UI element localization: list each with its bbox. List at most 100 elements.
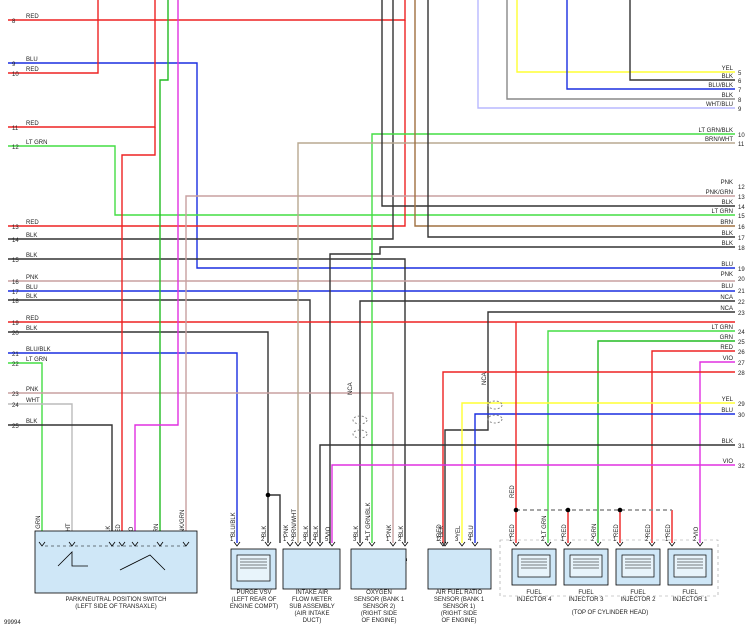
right-wire-color-label: WHT/BLU — [706, 102, 733, 108]
cylinder-head-group — [499, 539, 719, 597]
wire-right-32 — [331, 464, 735, 543]
pin-terminal — [648, 541, 656, 547]
pin-terminal — [668, 541, 676, 547]
pin-wire-label: LT GRN — [36, 516, 42, 537]
right-wire-color-label: NCA — [720, 295, 733, 301]
wire-pnp-vio — [134, 0, 179, 543]
left-wire-color-label: RED — [26, 121, 39, 127]
wire-right-23 — [444, 311, 735, 543]
coil-body — [673, 554, 707, 578]
component-caption: FUEL — [526, 590, 542, 596]
wire-pnp-red — [121, 127, 156, 543]
wire-right-10 — [371, 133, 735, 543]
right-wire-color-label: BLU — [721, 262, 733, 268]
wire-left-24 — [8, 403, 73, 543]
pin-terminal — [294, 541, 302, 547]
wire-right-29 — [461, 402, 735, 543]
o2-sensor-box — [350, 548, 407, 590]
pin-number: 1 — [436, 537, 440, 543]
right-wire-number: 22 — [738, 300, 745, 306]
shield-bottom — [487, 414, 503, 424]
left-wire-number: 11 — [12, 126, 19, 132]
component-caption: (LEFT REAR OF — [232, 597, 277, 603]
component-caption: SENSOR 1) — [443, 604, 475, 610]
pin-wire-label: BLK — [399, 526, 405, 537]
wire-left-23 — [8, 392, 394, 543]
pin-number: 3 — [353, 537, 357, 543]
left-wire-color-label: PNK — [26, 275, 38, 281]
pin-number: 2 — [291, 537, 295, 543]
right-wire-number: 29 — [738, 402, 745, 408]
left-wire-number: 17 — [12, 290, 19, 296]
pin-wire-label: GRN — [592, 524, 598, 537]
pin-wire-label: VIO — [694, 526, 700, 537]
wire-right-18 — [329, 246, 735, 543]
splice-dot — [265, 492, 271, 498]
maf-box — [282, 548, 341, 590]
pin-number: 2 — [398, 537, 402, 543]
pin-wire-label: PNK — [387, 525, 393, 537]
left-wire-color-label: BLK — [26, 419, 37, 425]
right-wire-color-label: PNK — [721, 272, 733, 278]
pin-terminal — [316, 541, 324, 547]
left-wire-color-label: LT GRN — [26, 357, 47, 363]
component-caption: (AIR INTAKE — [295, 611, 330, 617]
left-wire-number: 25 — [12, 424, 19, 430]
wire-left-10 — [8, 0, 99, 74]
injector-group-caption: (TOP OF CYLINDER HEAD) — [572, 610, 648, 616]
pin-wire-label: LT GRN/BLK — [366, 503, 372, 537]
right-wire-color-label: BLK — [722, 200, 733, 206]
pin-number: 4 — [365, 537, 369, 543]
component-caption: PARK/NEUTRAL POSITION SWITCH — [65, 597, 166, 603]
component-caption: (RIGHT SIDE — [361, 611, 397, 617]
wire-left-12 — [8, 145, 735, 216]
left-wire-number: 18 — [12, 299, 19, 305]
pin-terminal — [401, 541, 409, 547]
pin-terminal — [264, 541, 272, 547]
wire-left-18 — [8, 299, 311, 543]
right-wire-color-label: LT GRN — [712, 209, 733, 215]
left-wire-number: 10 — [12, 72, 19, 78]
left-wire-color-label: BLK — [26, 294, 37, 300]
pin-wire-label: BLK — [262, 526, 268, 537]
pin-wire-label: PNK/GRN — [180, 510, 186, 537]
right-wire-color-label: BRN — [720, 220, 733, 226]
component-caption: PURGE VSV — [236, 590, 271, 596]
splice-dot — [565, 507, 571, 513]
right-wire-number: 13 — [738, 195, 745, 201]
left-wire-color-label: BLK — [26, 233, 37, 239]
wire-right-28 — [442, 371, 735, 543]
pin-terminal — [696, 541, 704, 547]
wire-right-5 — [516, 0, 735, 73]
component-caption: (RIGHT SIDE — [441, 611, 477, 617]
pin-number: 2 — [261, 537, 265, 543]
pin-terminal — [328, 541, 336, 547]
right-wire-color-label: RED — [720, 345, 733, 351]
shield-top — [487, 400, 503, 410]
pin-terminal — [182, 541, 190, 547]
left-wire-number: 12 — [12, 145, 19, 151]
component-caption: SENSOR 2) — [363, 604, 395, 610]
right-wire-color-label: BLK — [722, 231, 733, 237]
right-wire-color-label: PNK/GRN — [706, 190, 733, 196]
component-caption: FLOW METER — [292, 597, 333, 603]
pin-wire-label: BRN/WHT — [292, 509, 298, 537]
component-caption: ENGINE COMPT) — [230, 604, 278, 610]
pin-terminal — [368, 541, 376, 547]
component-caption: DUCT) — [303, 618, 322, 624]
pin-terminal — [458, 541, 466, 547]
pnp-switch-box — [34, 530, 198, 594]
component-layer — [34, 400, 719, 597]
pin-wire-label: BLU — [469, 525, 475, 537]
left-wire-number: 15 — [12, 258, 19, 264]
pin-number: 4 — [313, 537, 317, 543]
component-caption: INJECTOR 2 — [621, 597, 657, 603]
wire-right-31 — [319, 444, 735, 543]
pnp-contact-arm — [119, 554, 166, 571]
coil-body — [621, 554, 655, 578]
left-wire-color-label: BLU — [26, 57, 38, 63]
right-wire-color-label: BLU — [721, 284, 733, 290]
pin-wire-label: BLK — [354, 526, 360, 537]
pin-terminal — [233, 541, 241, 547]
wire-right-26 — [651, 350, 735, 543]
